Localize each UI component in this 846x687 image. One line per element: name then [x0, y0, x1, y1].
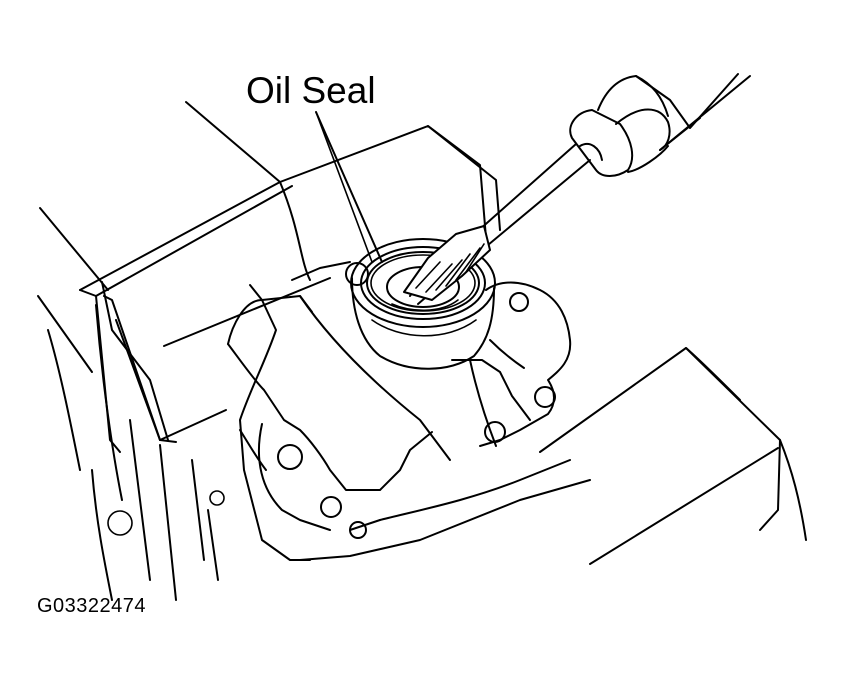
screwdriver: [403, 73, 751, 305]
upper-bracket: [79, 125, 501, 453]
oil-seal-leader-line: [315, 111, 383, 263]
pump-housing: [227, 261, 807, 565]
oil-seal-leader-line-2: [315, 111, 373, 263]
background-casting: [37, 101, 281, 601]
oil-seal-assembly: [350, 238, 496, 370]
figure-identifier: G03322474: [37, 595, 147, 617]
oil-seal-callout-label: Oil Seal: [246, 70, 376, 111]
